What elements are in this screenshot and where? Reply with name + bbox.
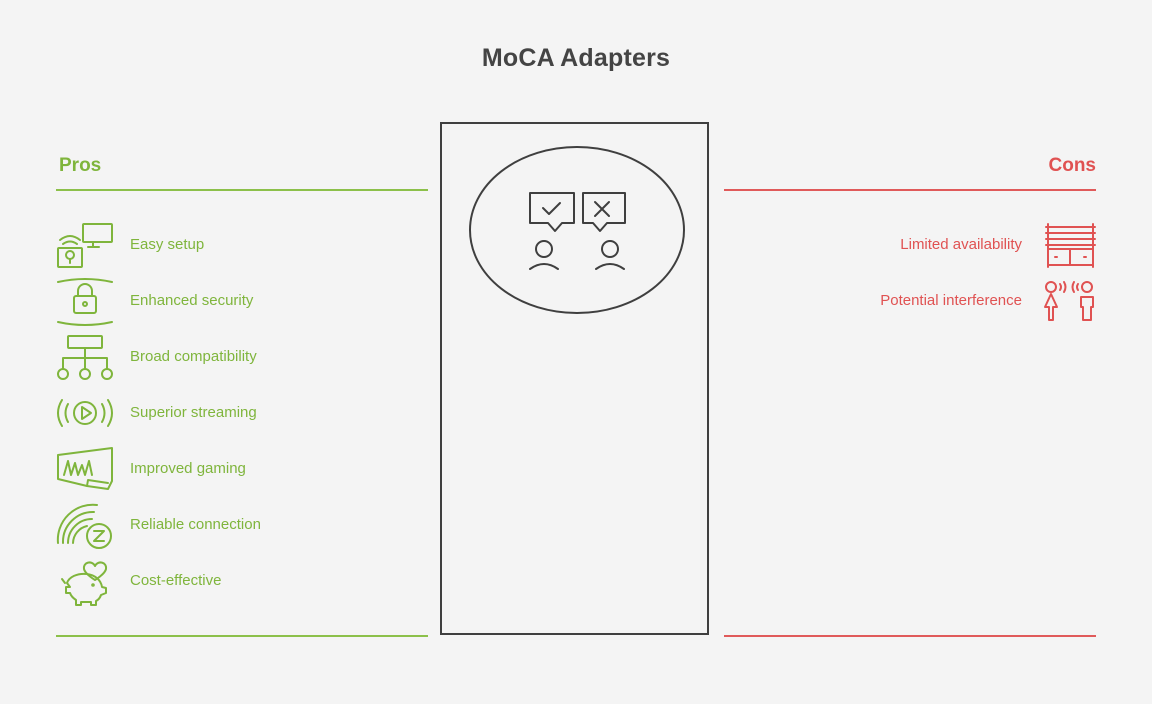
cons-top-divider bbox=[724, 189, 1096, 191]
pro-item-enhanced-security: Enhanced security bbox=[55, 277, 395, 327]
debate-people-icon bbox=[469, 146, 685, 314]
streaming-play-icon bbox=[57, 399, 113, 427]
center-panel bbox=[440, 122, 709, 635]
pro-item-broad-compatibility: Broad compatibility bbox=[55, 333, 395, 383]
pros-bottom-divider bbox=[56, 635, 428, 637]
cons-heading: Cons bbox=[1048, 155, 1097, 176]
con-item-potential-interference: Potential interference bbox=[820, 277, 1098, 327]
pro-label: Easy setup bbox=[130, 236, 205, 253]
pro-item-cost-effective: Cost-effective bbox=[55, 557, 395, 607]
con-label: Potential interference bbox=[880, 292, 1022, 309]
piggy-bank-heart-icon bbox=[61, 561, 108, 606]
con-label: Limited availability bbox=[900, 236, 1022, 253]
pro-item-reliable-connection: Reliable connection bbox=[55, 501, 395, 551]
cons-bottom-divider bbox=[724, 635, 1096, 637]
gaming-chart-icon bbox=[57, 447, 113, 490]
pro-item-superior-streaming: Superior streaming bbox=[55, 389, 395, 439]
pro-label: Superior streaming bbox=[130, 404, 257, 421]
empty-shelf-icon bbox=[1045, 223, 1096, 268]
page-title: MoCA Adapters bbox=[481, 44, 671, 72]
pros-top-divider bbox=[56, 189, 428, 191]
signal-sleep-icon bbox=[56, 503, 112, 549]
pro-item-improved-gaming: Improved gaming bbox=[55, 445, 395, 495]
pro-label: Improved gaming bbox=[130, 460, 246, 477]
pro-label: Enhanced security bbox=[130, 292, 254, 309]
con-item-limited-availability: Limited availability bbox=[820, 221, 1098, 271]
people-signal-icon bbox=[1044, 281, 1094, 321]
pro-label: Broad compatibility bbox=[130, 348, 257, 365]
pro-label: Reliable connection bbox=[130, 516, 261, 533]
pros-heading: Pros bbox=[59, 155, 102, 176]
pro-item-easy-setup: Easy setup bbox=[55, 221, 395, 271]
padlock-icon bbox=[57, 278, 113, 326]
wifi-monitor-icon bbox=[57, 223, 113, 268]
pro-label: Cost-effective bbox=[130, 572, 222, 589]
network-tree-icon bbox=[57, 335, 113, 380]
